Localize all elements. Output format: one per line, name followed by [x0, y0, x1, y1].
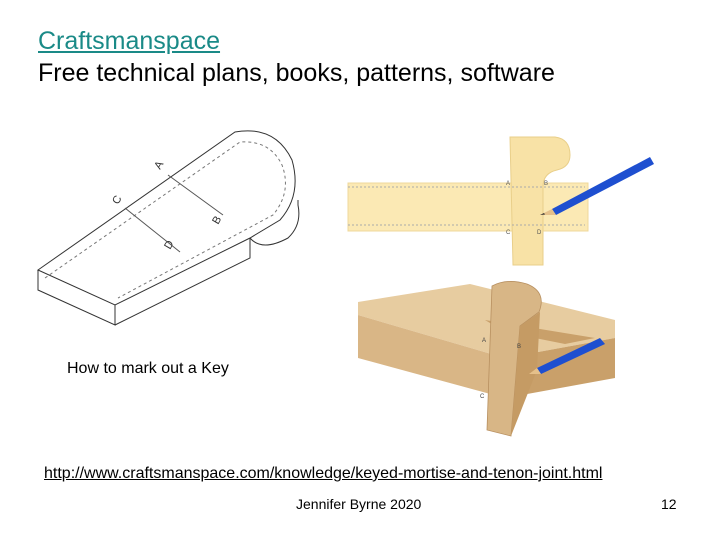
key-label-c: C — [110, 194, 124, 207]
source-url-link[interactable]: http://www.craftsmanspace.com/knowledge/… — [44, 465, 603, 482]
marking-label-c: C — [506, 230, 511, 236]
pencil-icon — [540, 157, 654, 215]
marking-label-d: D — [537, 230, 542, 236]
slide-subtitle: Free technical plans, books, patterns, s… — [38, 59, 555, 87]
footer-author: Jennifer Byrne 2020 — [296, 496, 422, 512]
joint-label-a: A — [482, 338, 486, 344]
marking-label-a: A — [506, 181, 510, 187]
key-line-drawing: A B C D — [36, 130, 300, 326]
craftsmanspace-link[interactable]: Craftsmanspace — [38, 27, 221, 55]
key-label-a: A — [152, 159, 166, 172]
figure-caption: How to mark out a Key — [67, 360, 229, 377]
joint-label-b: B — [517, 344, 521, 350]
marking-label-b: B — [544, 181, 548, 187]
pencil-icon — [529, 338, 605, 374]
slide-number: 12 — [661, 496, 677, 512]
keyed-joint-illustration: A B C — [358, 281, 615, 437]
key-label-b: B — [210, 214, 224, 226]
marking-out-illustration: A B C D — [347, 136, 654, 266]
key-label-d: D — [162, 239, 176, 252]
joint-label-c: C — [480, 394, 485, 400]
